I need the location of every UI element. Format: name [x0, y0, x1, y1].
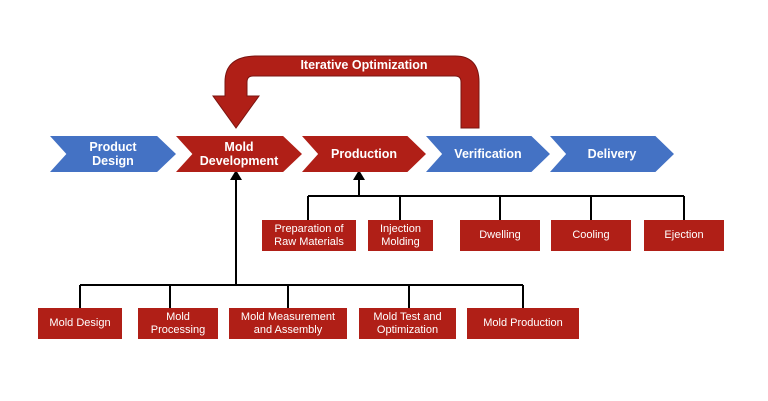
- mold-connector-arrowhead: [230, 170, 242, 180]
- stage-product-design: Product Design: [50, 136, 176, 172]
- stage-mold-development: Mold Development: [176, 136, 302, 172]
- stage-label: Verification: [454, 147, 522, 161]
- production-connector-arrowhead: [353, 170, 365, 180]
- mold-step-measurement-assembly: Mold Measurement and Assembly: [229, 308, 347, 339]
- production-step-injection-molding: Injection Molding: [368, 220, 433, 251]
- production-connector: [307, 178, 685, 220]
- mold-step-design: Mold Design: [38, 308, 122, 339]
- stage-label: Production: [331, 147, 397, 161]
- stage-production: Production: [302, 136, 426, 172]
- stage-label: Delivery: [587, 147, 637, 161]
- stage-verification: Verification: [426, 136, 550, 172]
- production-step-raw-materials: Preparation of Raw Materials: [262, 220, 356, 251]
- iterative-optimization-label: Iterative Optimization: [300, 58, 428, 72]
- production-step-dwelling: Dwelling: [460, 220, 540, 251]
- iterative-loop-arrow: [212, 55, 480, 129]
- mold-step-test-optimization: Mold Test and Optimization: [359, 308, 456, 339]
- stage-label: Mold Development: [199, 140, 279, 168]
- production-step-ejection: Ejection: [644, 220, 724, 251]
- stage-delivery: Delivery: [550, 136, 674, 172]
- mold-connector: [79, 180, 524, 308]
- mold-step-processing: Mold Processing: [138, 308, 218, 339]
- stage-label: Product Design: [89, 140, 137, 168]
- production-step-cooling: Cooling: [551, 220, 631, 251]
- mold-step-production: Mold Production: [467, 308, 579, 339]
